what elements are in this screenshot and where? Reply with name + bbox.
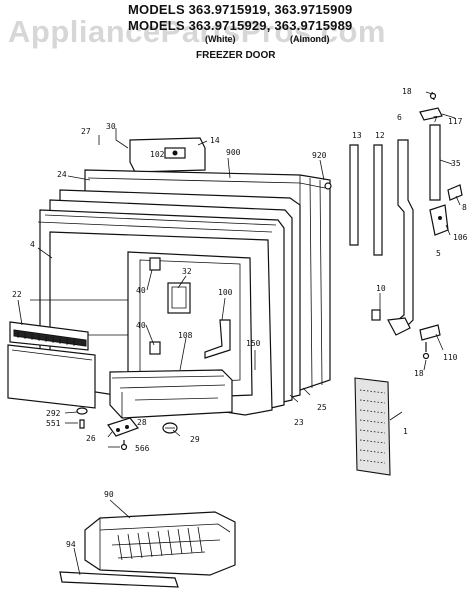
callout-6: 6 (397, 113, 402, 122)
callout-292: 292 (46, 409, 61, 418)
callout-35: 35 (451, 159, 461, 168)
callout-566: 566 (135, 444, 150, 453)
callout-12: 12 (375, 131, 385, 140)
control-panel (7, 321, 96, 409)
callout-106: 106 (453, 233, 468, 242)
trim-panel-1 (354, 377, 391, 476)
section-title: FREEZER DOOR (196, 50, 276, 61)
callout-90: 90 (104, 490, 114, 499)
callout-23: 23 (294, 418, 304, 427)
inner-door-liner (30, 231, 273, 416)
watermark: AppliancePartsPros.com (8, 14, 386, 49)
callout-102: 102 (150, 150, 165, 159)
callout-117: 117 (448, 117, 463, 126)
hinge-hardware (419, 91, 463, 360)
callout-40-lower: 40 (136, 321, 146, 330)
callout-22: 22 (12, 290, 22, 299)
callout-5: 5 (436, 249, 441, 258)
door-gasket-top (129, 137, 206, 173)
lower-basket-assembly (59, 511, 236, 588)
model-title-line-1: MODELS 363.9715919, 363.9715909 (128, 2, 353, 17)
callout-27: 27 (81, 127, 91, 136)
callout-7: 7 (433, 115, 438, 124)
callout-32: 32 (182, 267, 192, 276)
callout-4: 4 (30, 240, 35, 249)
callout-13: 13 (352, 131, 362, 140)
callout-108: 108 (178, 331, 193, 340)
callout-10: 10 (376, 284, 386, 293)
color-label-almond: (Almond) (290, 34, 330, 44)
callout-26: 26 (86, 434, 96, 443)
color-label-white: (White) (205, 34, 236, 44)
callout-94: 94 (66, 540, 76, 549)
callout-labels: 18 117 30 27 14 102 900 920 13 12 6 7 35… (12, 87, 468, 549)
callout-30: 30 (106, 122, 116, 131)
callout-28: 28 (137, 418, 147, 427)
callout-25: 25 (317, 403, 327, 412)
callout-18-lower: 18 (414, 369, 424, 378)
model-title-line-2: MODELS 363.9715929, 363.9715989 (128, 18, 353, 33)
callout-551: 551 (46, 419, 61, 428)
callout-900: 900 (226, 148, 241, 157)
door-shelf-bin (109, 369, 233, 419)
callout-24: 24 (57, 170, 67, 179)
callout-40-upper: 40 (136, 286, 146, 295)
callout-29: 29 (190, 435, 200, 444)
callout-14: 14 (210, 136, 220, 145)
hinge-and-trim-strips (349, 124, 441, 336)
callout-18-top: 18 (402, 87, 412, 96)
leader-lines (17, 91, 461, 576)
callout-1: 1 (403, 427, 408, 436)
callout-8: 8 (462, 203, 467, 212)
callout-920: 920 (312, 151, 327, 160)
callout-150: 150 (246, 339, 261, 348)
callout-110: 110 (443, 353, 458, 362)
bracket-100 (204, 319, 231, 359)
callout-100: 100 (218, 288, 233, 297)
